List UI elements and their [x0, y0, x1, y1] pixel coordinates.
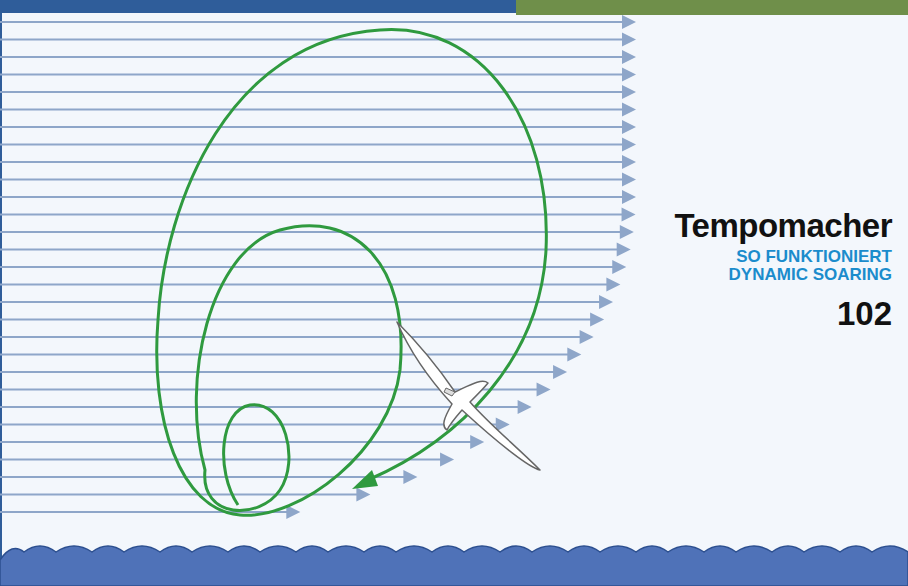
wind-arrowhead	[622, 50, 636, 64]
wind-arrowhead	[518, 400, 532, 414]
flight-path	[157, 30, 547, 516]
wind-arrowhead	[622, 138, 636, 152]
wind-line	[0, 336, 582, 338]
wind-arrowhead	[622, 15, 636, 29]
wind-arrowhead	[580, 330, 594, 344]
wind-line	[0, 459, 442, 461]
albatross	[397, 322, 540, 470]
wind-line	[0, 109, 624, 111]
wind-arrowhead	[622, 103, 636, 117]
wind-arrowhead	[622, 85, 636, 99]
wind-line	[0, 74, 624, 76]
wind-arrowhead	[622, 190, 636, 204]
wind-line	[0, 179, 624, 181]
wind-line	[0, 476, 405, 478]
wind-arrowhead	[606, 278, 620, 292]
wind-arrowhead	[622, 155, 636, 169]
wind-line	[0, 266, 614, 268]
wind-arrowhead	[622, 208, 636, 222]
photo-strip	[516, 0, 908, 15]
wind-arrowhead	[356, 488, 370, 502]
wind-arrowhead	[553, 365, 567, 379]
wind-arrowhead	[590, 313, 604, 327]
flight-arrowhead	[352, 470, 378, 489]
wind-line	[0, 21, 624, 23]
wind-line	[0, 371, 555, 373]
text-column: Tempomacher SO FUNKTIONIERT DYNAMIC SOARI…	[648, 208, 892, 332]
wind-line	[0, 494, 358, 496]
wind-arrowhead	[612, 260, 626, 274]
wind-line	[0, 39, 624, 41]
subheadline: SO FUNKTIONIERT DYNAMIC SOARING	[692, 248, 892, 284]
wind-line	[0, 354, 569, 356]
wind-line	[0, 126, 624, 128]
wind-arrowhead	[622, 68, 636, 82]
wind-line	[0, 91, 624, 93]
wind-line	[0, 214, 624, 216]
wind-line	[0, 196, 624, 198]
wind-line	[0, 319, 592, 321]
wind-arrowhead	[537, 383, 551, 397]
wind-arrowhead	[470, 435, 484, 449]
sea-waves	[0, 546, 908, 586]
left-border	[0, 0, 2, 586]
wind-arrowhead	[620, 225, 634, 239]
wind-line	[0, 301, 601, 303]
wind-arrows	[0, 15, 636, 519]
wind-line	[0, 56, 624, 58]
wind-arrowhead	[599, 295, 613, 309]
wind-arrowhead	[622, 173, 636, 187]
wind-arrowhead	[567, 348, 581, 362]
wind-arrowhead	[440, 453, 454, 467]
wind-line	[0, 231, 622, 233]
page-number: 102	[648, 296, 892, 332]
headline: Tempomacher	[648, 208, 892, 244]
wind-line	[0, 284, 608, 286]
wind-arrowhead	[622, 33, 636, 47]
wind-line	[0, 441, 472, 443]
wind-arrowhead	[403, 470, 417, 484]
wind-arrowhead	[617, 243, 631, 257]
wind-arrowhead	[622, 120, 636, 134]
top-band	[0, 0, 516, 13]
wind-line	[0, 161, 624, 163]
wind-line	[0, 249, 619, 251]
wind-line	[0, 424, 498, 426]
